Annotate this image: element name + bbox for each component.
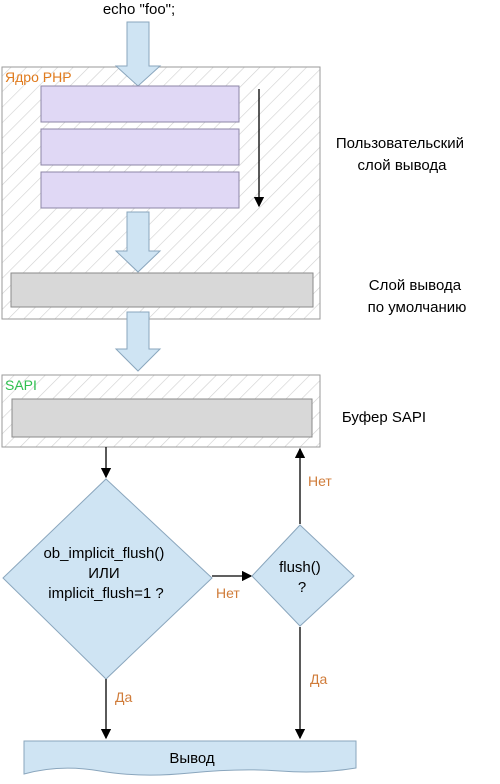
decision-implicit-flush-text: ob_implicit_flush() ИЛИ implicit_flush=1… [43,545,168,602]
flow-arrow-to-default [114,211,162,273]
label-main-yes: Да [115,689,132,705]
sapi-buffer [11,398,313,438]
user-buffer-2 [40,128,240,166]
decision-flush-text: flush() ? [279,559,325,596]
user-buffer-1 [40,85,240,123]
user-buffer-3 [40,171,240,209]
label-flush-yes: Да [310,671,327,687]
label-flush-no: Нет [308,473,332,489]
code-label: echo "foo"; [103,1,175,18]
sapi-buffer-label: Буфер SAPI [342,409,426,426]
sapi-title: SAPI [5,377,37,393]
output-block [23,740,357,776]
decision-flush [251,524,355,627]
output-label: Вывод [169,750,215,767]
default-layer-label: Слой вывода по умолчанию [368,277,467,316]
php-core-title: Ядро PHP [5,69,72,85]
user-layer-label: Пользовательский слой вывода [336,135,468,174]
label-main-no: Нет [216,585,240,601]
default-output-layer [10,272,314,308]
flow-arrow-to-sapi [114,311,162,372]
flow-arrow-in [114,21,162,87]
